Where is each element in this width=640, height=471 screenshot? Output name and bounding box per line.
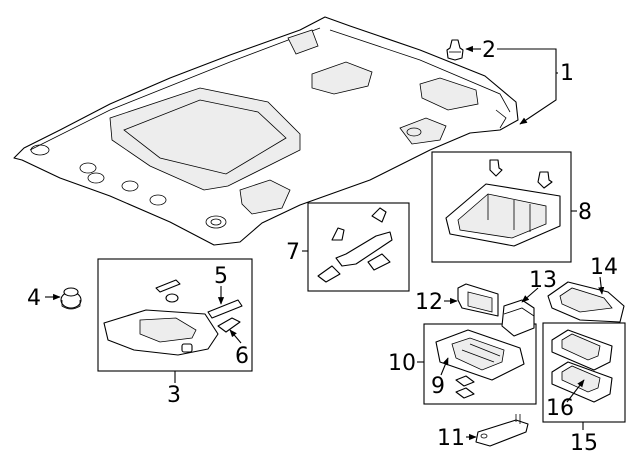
housing-part [547,281,625,323]
callout-14: 14 [590,255,618,280]
leader-lines [45,45,605,441]
lens-part [551,329,613,403]
callout-7: 7 [286,240,300,265]
callout-6: 6 [235,344,249,369]
clip-part [446,39,464,61]
callout-4: 4 [27,286,41,311]
switch-part [501,299,535,337]
bracket-part [475,414,529,447]
callout-1: 1 [560,61,574,86]
map-light-part [435,329,525,399]
callout-16: 16 [546,396,574,421]
callout-5: 5 [214,264,228,289]
callout-9: 9 [431,374,445,399]
callout-12: 12 [415,290,443,315]
sun-visor-part [103,309,219,356]
grab-handle-part [317,207,393,283]
callout-8: 8 [578,200,592,225]
visor-holder-part [155,279,181,303]
lens-group-box [542,322,626,423]
dome-light-part [445,159,561,247]
callout-3: 3 [167,383,181,408]
headliner-part [13,16,519,246]
callout-10: 10 [388,351,416,376]
callout-2: 2 [482,38,496,63]
map-light-box [423,323,537,405]
plug-part [60,287,82,310]
callout-11: 11 [437,426,465,451]
visor-bracket-part [207,299,243,319]
callout-13: 13 [529,268,557,293]
grab-handle-group-box [307,202,410,292]
callout-15: 15 [570,431,598,456]
visor-clip-part [217,317,241,333]
dome-light-box [431,151,572,263]
bezel-part [457,283,499,317]
